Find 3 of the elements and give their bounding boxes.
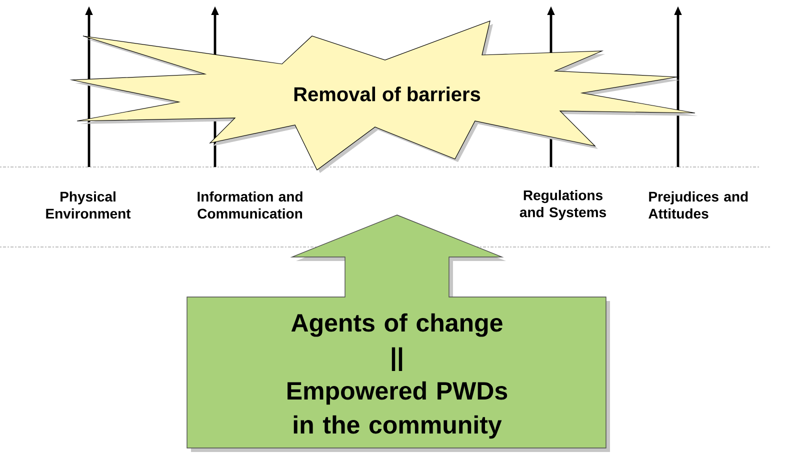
category-label: Physical Environment [46,191,131,219]
category-label: Prejudices and Attitudes [648,191,748,219]
starburst: Removal of barriers [70,20,698,173]
